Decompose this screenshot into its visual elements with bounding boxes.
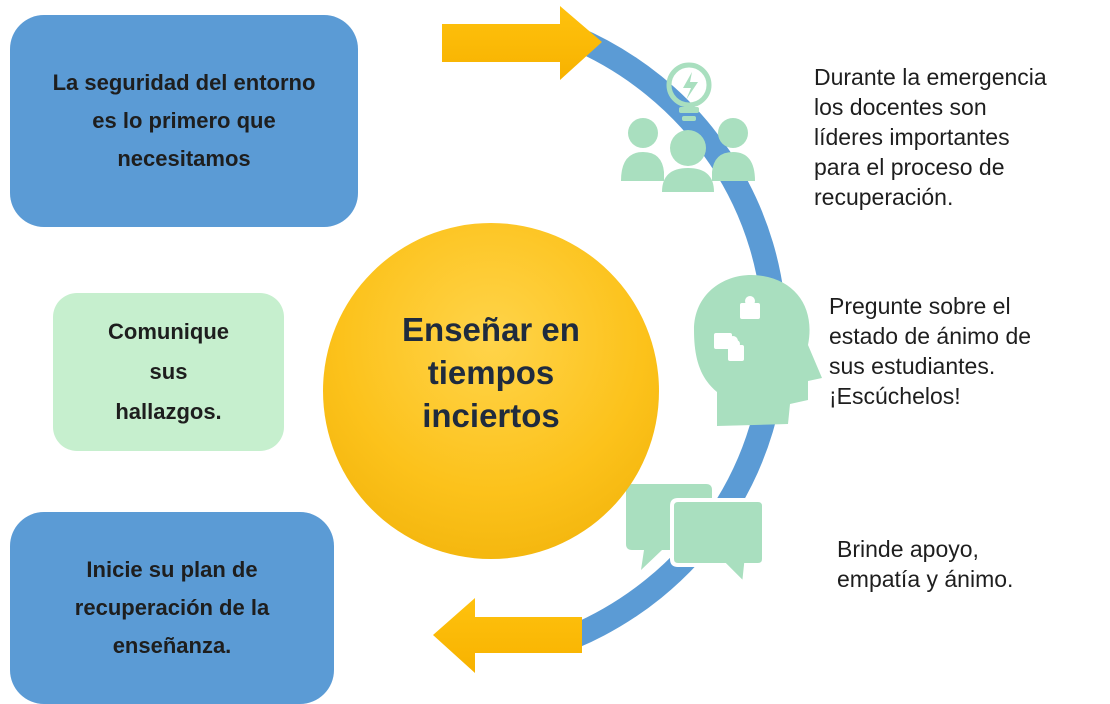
head-puzzle-icon <box>694 274 822 426</box>
share-findings-box: Comunique sus hallazgos. <box>53 293 284 451</box>
top-arrow <box>442 6 602 80</box>
team-idea-icon <box>621 62 755 192</box>
step-text-listen: Pregunte sobre el estado de ánimo de sus… <box>829 293 1032 409</box>
center-title: Enseñar en tiempos inciertos <box>402 310 580 434</box>
step-text-support: Brinde apoyo, empatía y ánimo. <box>837 536 1014 592</box>
bottom-arrow <box>433 598 582 673</box>
safety-first-box: La seguridad del entorno es lo primero q… <box>10 15 358 227</box>
recovery-plan-box: Inicie su plan de recuperación de la ens… <box>10 512 334 704</box>
step-text-leaders: Durante la emergencia los docentes son l… <box>814 64 1047 210</box>
chat-bubbles-icon <box>626 484 766 589</box>
center-circle: Enseñar en tiempos inciertos <box>323 223 659 559</box>
